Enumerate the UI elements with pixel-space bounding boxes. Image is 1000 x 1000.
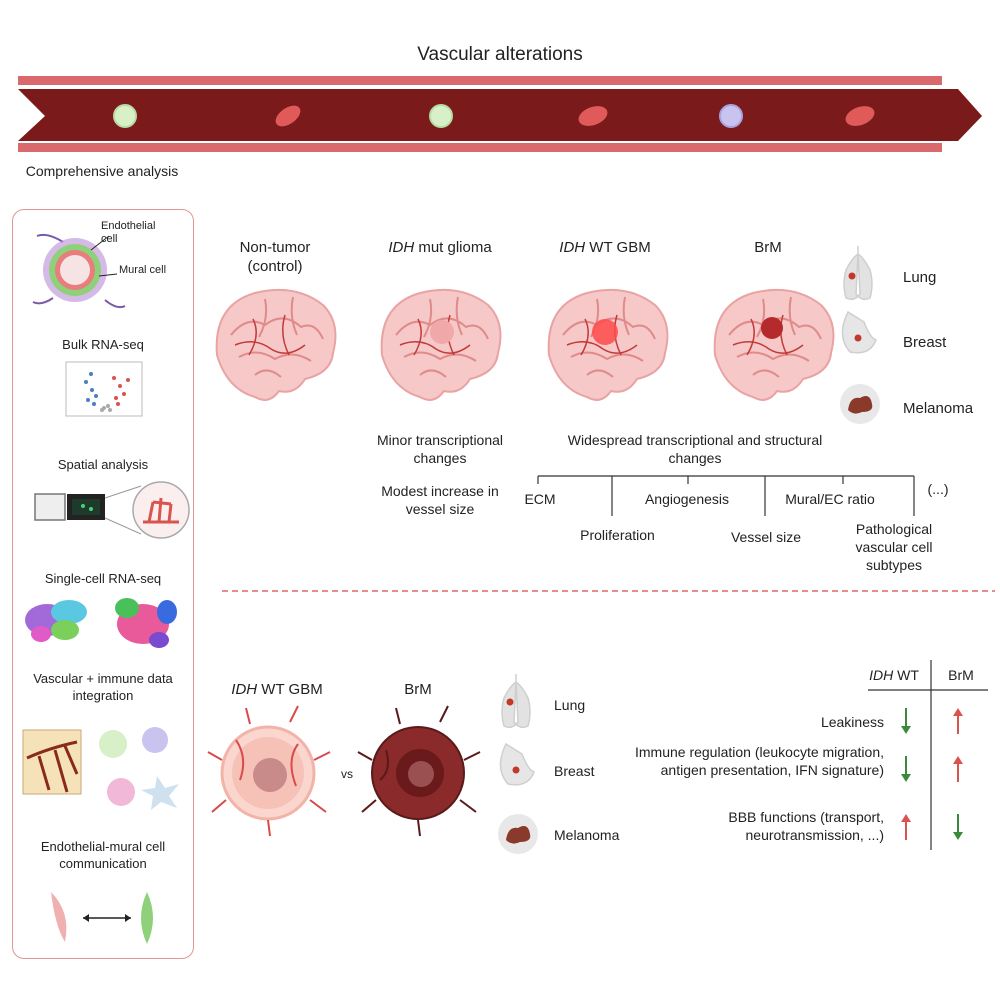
breast-icon-bottom xyxy=(499,742,535,786)
widespread-changes-text: Widespread transcriptional and structura… xyxy=(567,432,823,466)
volcano-plot-icon xyxy=(65,361,143,417)
feature-mural-ec-ratio: Mural/EC ratio xyxy=(785,491,875,507)
bottom-label-idh-wt: IDH WT GBM xyxy=(231,681,323,698)
arrow-down-icon xyxy=(901,708,911,734)
vessel-wall-bottom xyxy=(18,143,942,152)
comparison-table-grid xyxy=(868,660,988,850)
immune-cell-icon xyxy=(99,730,127,758)
methods-panel: Endothelial cell Mural cell Bulk RNA-seq… xyxy=(12,209,194,959)
lymphocyte-icon xyxy=(719,104,743,128)
tumor-idh-wt xyxy=(592,319,618,345)
arrow-up-icon xyxy=(953,708,963,734)
table-header-brm: BrM xyxy=(948,667,974,683)
tumor-brm-icon xyxy=(357,705,481,837)
bottom-label-brm: BrM xyxy=(404,681,432,698)
leukocyte-icon xyxy=(113,104,137,128)
feature-ellipsis: (...) xyxy=(927,481,949,497)
lung-icon-bottom xyxy=(501,674,531,729)
bottom-organ-breast: Breast xyxy=(554,763,595,779)
red-blood-cell-icon xyxy=(578,106,608,126)
leukocyte-icon xyxy=(429,104,453,128)
feature-angiogenesis: Angiogenesis xyxy=(644,491,730,507)
panel-heading: Comprehensive analysis xyxy=(25,163,179,179)
feature-vessel-size: Vessel size xyxy=(730,529,802,545)
tumor-idh-wt-icon xyxy=(207,705,331,837)
vessel-wall-top xyxy=(18,76,942,85)
method-spatial-analysis: Spatial analysis xyxy=(57,457,149,472)
group-label-non-tumor: Non-tumor (control) xyxy=(239,239,311,275)
feature-bracket xyxy=(537,475,915,516)
group-label-idh-mut: IDH mut glioma xyxy=(388,239,492,256)
melanoma-icon-bottom xyxy=(498,814,538,854)
feature-proliferation: Proliferation xyxy=(580,527,655,543)
mural-cell-label: Mural cell xyxy=(119,264,167,276)
group-label-idh-wt: IDH WT GBM xyxy=(559,239,651,256)
minor-changes-text: Minor transcriptional changes xyxy=(376,432,504,466)
arrow-down-icon xyxy=(901,756,911,782)
feature-ecm: ECM xyxy=(524,491,556,507)
arrow-up-icon xyxy=(953,756,963,782)
breast-icon xyxy=(841,310,877,354)
vascular-immune-icon xyxy=(22,727,179,810)
organ-label-melanoma: Melanoma xyxy=(903,400,974,417)
organ-label-lung: Lung xyxy=(903,269,937,286)
arrow-down-icon xyxy=(953,814,963,840)
endothelial-cell-label: Endothelial cell xyxy=(101,220,156,245)
vessel-lumen-arrow xyxy=(18,89,982,141)
group-label-brm: BrM xyxy=(754,239,782,256)
red-blood-cell-icon xyxy=(275,105,301,127)
tumor-brm xyxy=(761,317,783,339)
spatial-analysis-icon xyxy=(34,481,190,539)
method-vascular-immune-integration: Vascular + immune data integration xyxy=(33,671,173,703)
immune-cell-icon xyxy=(107,778,135,806)
method-endothelial-mural-communication: Endothelial-mural cell communication xyxy=(40,839,166,871)
arrow-up-icon xyxy=(901,814,911,840)
melanoma-icon xyxy=(840,384,880,424)
vs-label: vs xyxy=(341,767,353,781)
bottom-organ-melanoma: Melanoma xyxy=(554,827,620,843)
lung-icon xyxy=(843,246,873,301)
umap-icon xyxy=(25,598,177,648)
diagram-title: Vascular alterations xyxy=(417,44,583,65)
section-divider xyxy=(222,590,995,592)
cell-communication-icon xyxy=(51,892,153,944)
method-single-cell-rna-seq: Single-cell RNA-seq xyxy=(44,571,162,586)
tumor-idh-mut xyxy=(430,320,454,344)
bottom-organ-lung: Lung xyxy=(554,697,586,713)
table-header-idh-wt: IDH WT xyxy=(869,667,919,683)
dendritic-cell-icon xyxy=(141,776,179,810)
vessel-cross-section-icon xyxy=(32,233,126,309)
row-label-immune-regulation: Immune regulation (leukocyte migration, … xyxy=(634,744,884,778)
row-label-leakiness: Leakiness xyxy=(820,714,884,730)
row-label-bbb-functions: BBB functions (transport, neurotransmiss… xyxy=(728,809,884,843)
immune-cell-icon xyxy=(142,727,168,753)
red-blood-cell-icon xyxy=(845,106,875,126)
vessel-banner xyxy=(18,76,982,152)
modest-increase-text: Modest increase in vessel size xyxy=(381,483,499,517)
feature-pathological-subtypes: Pathological vascular cell subtypes xyxy=(855,521,933,573)
method-bulk-rna-seq: Bulk RNA-seq xyxy=(62,337,144,352)
organ-label-breast: Breast xyxy=(903,334,947,351)
